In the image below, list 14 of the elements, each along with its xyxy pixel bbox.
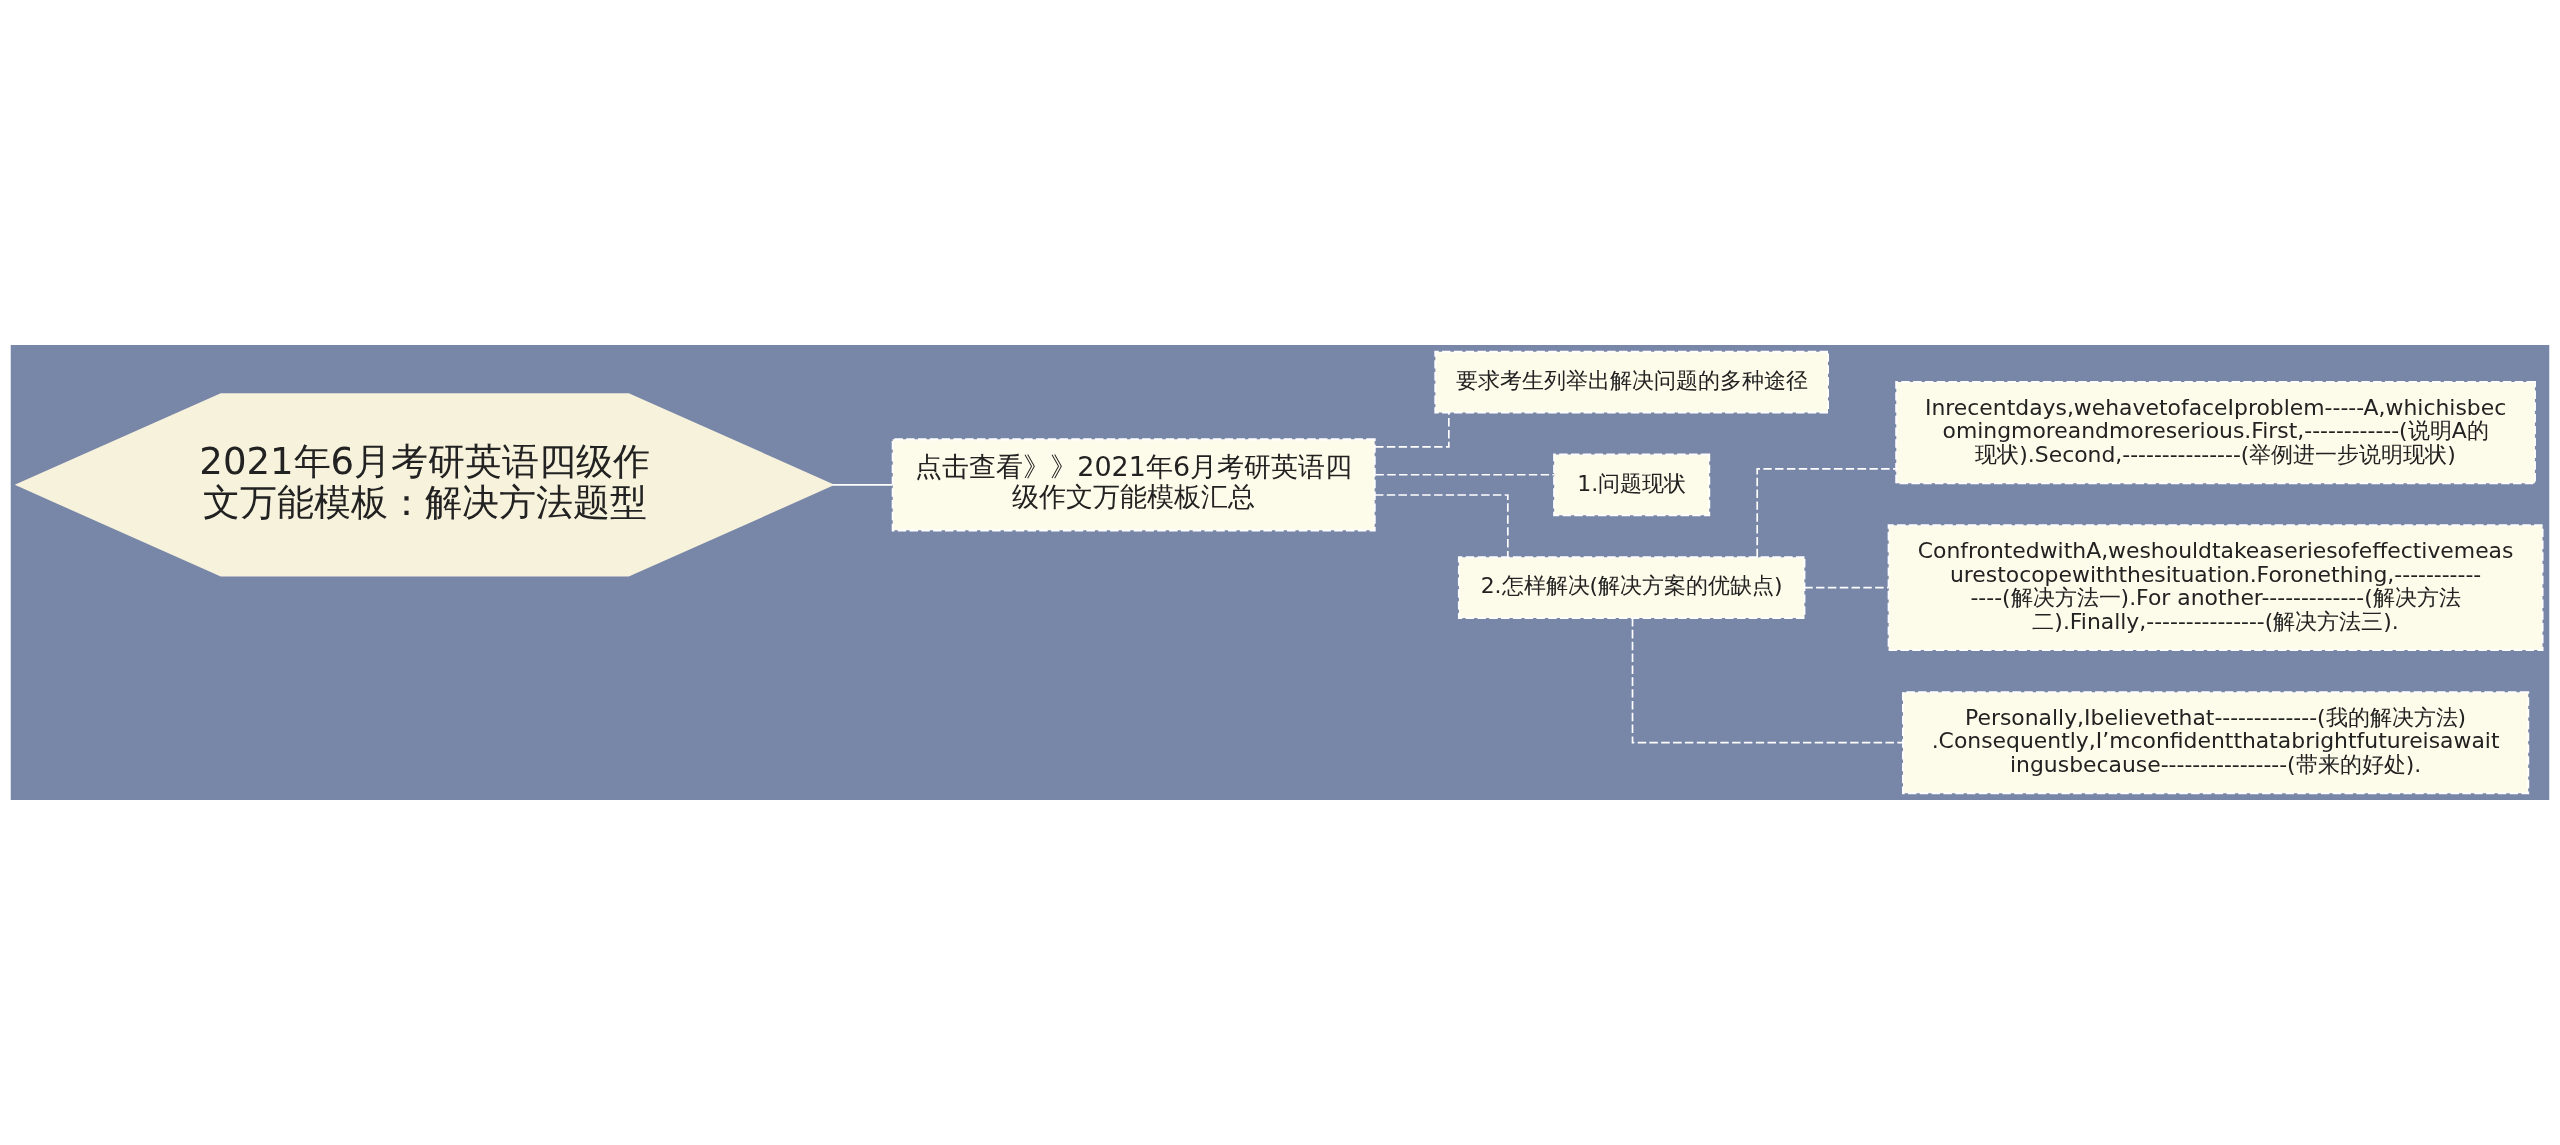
node-box: 点击查看》》2021年6月考研英语四级作文万能模板汇总 <box>891 438 1376 532</box>
connector <box>1803 586 1890 589</box>
connector <box>1756 468 1897 558</box>
node-box: Inrecentdays,wehavetofaceIproblem-----A,whichisbecomingmoreandmoreserious.First,------------(说明A的现状).Second,---------------(举例进一步说明现状) <box>1895 381 2536 485</box>
node-box: ConfrontedwithA,weshouldtakeaseriesofeffectivemeasurestocopewiththesituation.Foronething,---------------(解决方法一).For another-------------(解决方法二).Finally,---------------(解决方法三). <box>1887 524 2544 652</box>
connector <box>1374 473 1555 476</box>
node-box: 2.怎样解决(解决方案的优缺点) <box>1457 556 1806 619</box>
connector <box>1631 617 1904 744</box>
node-box: 要求考生列举出解决问题的多种途径 <box>1434 350 1829 414</box>
node-box: Personally,Ibelievethat-------------(我的解决方法).Consequently,I’mconfidentthatabrightfutureisawaitingusbecause----------------(带来的好处). <box>1902 691 2530 795</box>
connector <box>1374 494 1509 559</box>
node-box: 1.问题现状 <box>1553 453 1711 517</box>
connector <box>1374 412 1450 448</box>
connector <box>831 484 894 486</box>
